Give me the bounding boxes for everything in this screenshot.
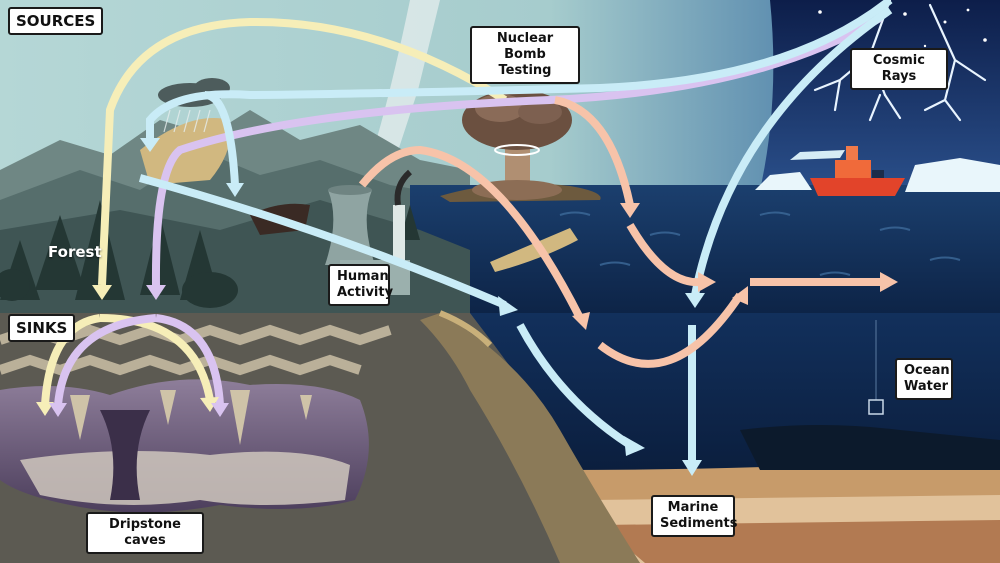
arrow-head: [146, 285, 166, 300]
arrow-head: [140, 138, 160, 152]
iceberg: [905, 158, 1000, 192]
seafloor: [740, 425, 1000, 470]
iceberg: [790, 150, 845, 160]
flows: [41, 0, 893, 460]
waves: [559, 211, 961, 276]
arrow-head: [92, 285, 112, 300]
cave-column: [100, 410, 150, 500]
flow-pink-human-to-ocean: [358, 145, 584, 320]
arrow-head: [200, 397, 219, 412]
flow-blue-swirl: [204, 91, 239, 186]
flow-pink-ocean-to-deep: [626, 222, 701, 287]
forest-label: Forest: [48, 243, 102, 261]
arrow-head: [732, 286, 748, 305]
sinks-header: SINKS: [8, 314, 76, 342]
arrow-head: [36, 402, 54, 416]
flow-blue-cosmic-to-land: [146, 0, 893, 140]
flow-purple-to-cave-right: [155, 314, 224, 406]
stalactites: [70, 390, 312, 445]
sediment-trap: [868, 320, 884, 415]
human-activity-label: Human Activity: [328, 264, 393, 306]
arrow-head: [211, 403, 229, 417]
flow-blue-cosmic-to-ocean: [691, 6, 893, 296]
flow-purple-to-cave: [54, 314, 157, 406]
flow-blue-land-to-ocean: [138, 174, 507, 309]
nuclear-bomb-testing-label: Nuclear Bomb Testing: [470, 26, 580, 84]
sources-header: SOURCES: [8, 7, 104, 35]
flow-pink-bomb-to-ocean: [554, 96, 634, 206]
research-ship: [810, 146, 905, 196]
flow-yellow-to-cave: [41, 314, 101, 406]
cave-floor: [20, 451, 350, 505]
flow-yellow-to-cave-right: [99, 314, 214, 401]
arrow-head: [624, 436, 645, 456]
flow-blue-ocean-to-sediments: [516, 323, 633, 449]
continental-slope: [420, 313, 640, 563]
flow-pink-ocean-loop: [597, 292, 744, 368]
arrow-head: [698, 272, 716, 292]
flow-yellow-source-to-forest: [98, 17, 508, 286]
arrow-head: [226, 183, 244, 197]
arrow-head: [49, 403, 67, 417]
arrow-head: [880, 272, 898, 292]
arrow-head: [572, 312, 590, 330]
arrow-heads: [36, 138, 898, 476]
dripstone-caves-label: Dripstone caves: [86, 512, 204, 554]
ocean-water-label: Ocean Water: [895, 358, 953, 400]
arrow-head: [682, 460, 702, 476]
arrow-head: [685, 293, 705, 308]
shore-sand: [490, 228, 578, 272]
slope-edge: [438, 310, 493, 348]
marine-sediments-label: Marine Sediments: [651, 495, 738, 537]
arrow-head: [620, 203, 640, 218]
cosmic-rays-label: Cosmic Rays: [850, 48, 948, 90]
flow-purple-cosmic-to-forest: [151, 14, 883, 286]
iceberg: [755, 172, 812, 190]
arrow-head: [498, 296, 518, 316]
